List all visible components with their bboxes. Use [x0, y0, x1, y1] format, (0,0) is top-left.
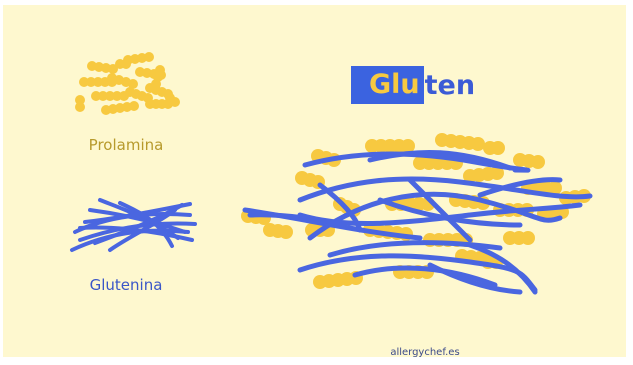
bead	[279, 225, 293, 239]
prolamina-molecule	[75, 52, 180, 115]
bead	[170, 97, 180, 107]
gluten-title-rest: ten	[424, 70, 475, 101]
glutenina-label: Glutenina	[66, 276, 186, 294]
bead	[129, 101, 139, 111]
bead	[521, 231, 535, 245]
gluten-title-highlight: Glu	[351, 66, 424, 104]
bead	[491, 141, 505, 155]
bead	[75, 102, 85, 112]
source-credit: allergychef.es	[360, 347, 490, 358]
prolamina-label: Prolamina	[66, 136, 186, 154]
bead	[531, 155, 545, 169]
glutenina-molecule	[72, 200, 195, 250]
bead	[151, 79, 161, 89]
bead	[121, 59, 131, 69]
bead	[471, 137, 485, 151]
bead	[144, 52, 154, 62]
